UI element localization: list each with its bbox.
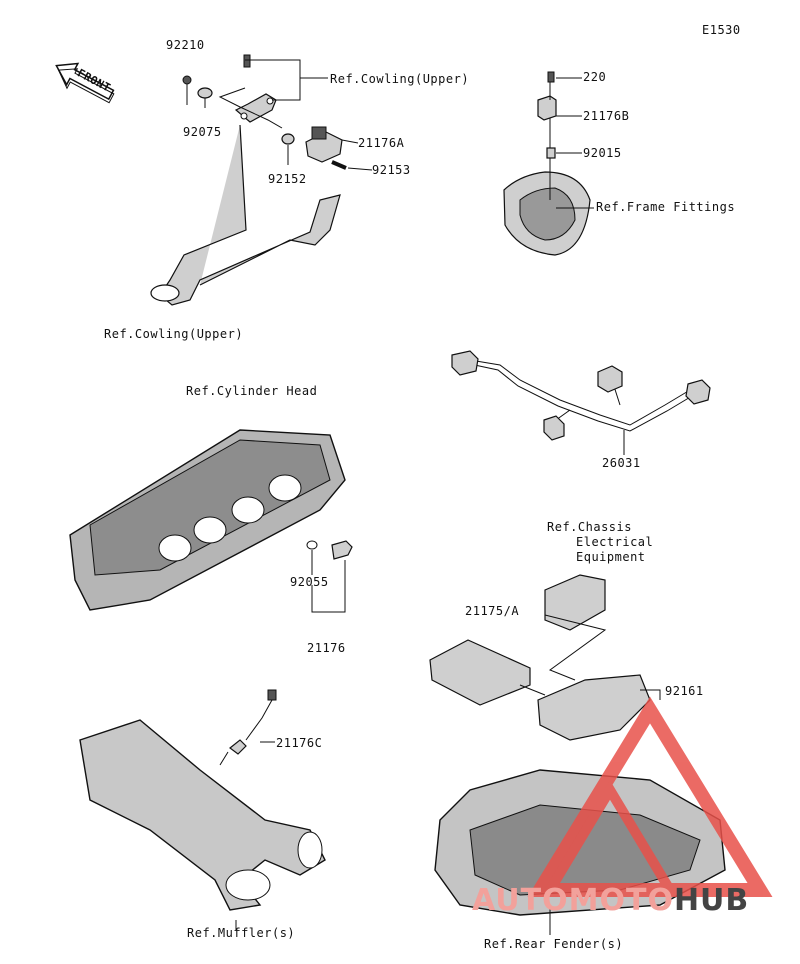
part-92210: 92210 — [166, 38, 205, 52]
ref-mufflers: Ref.Muffler(s) — [187, 926, 296, 940]
part-220: 220 — [583, 70, 607, 84]
watermark-part2: HUB — [673, 883, 750, 918]
part-21176A: 21176A — [358, 136, 405, 150]
part-21176C: 21176C — [276, 736, 323, 750]
ref-chassis-line1: Ref.Chassis — [547, 520, 632, 534]
watermark-part1: AUTOMOTO — [472, 883, 674, 918]
front-arrow-icon — [55, 62, 115, 104]
ref-frame-fittings: Ref.Frame Fittings — [596, 200, 736, 214]
ref-chassis-line3: Equipment — [576, 550, 646, 564]
ref-cowling-upper-bottom: Ref.Cowling(Upper) — [104, 327, 244, 341]
part-92055: 92055 — [290, 575, 329, 589]
part-92153: 92153 — [372, 163, 411, 177]
part-26031: 26031 — [602, 456, 641, 470]
ref-rear-fender: Ref.Rear Fender(s) — [484, 937, 624, 951]
part-21176B: 21176B — [583, 109, 630, 123]
diagram-code: E1530 — [702, 23, 741, 37]
part-21175A: 21175/A — [465, 604, 520, 618]
part-21176: 21176 — [307, 641, 346, 655]
watermark-logo-icon — [527, 696, 773, 897]
cowling-stay-drawing — [150, 54, 373, 306]
part-92161: 92161 — [665, 684, 704, 698]
frame-fitting-drawing — [503, 71, 594, 256]
watermark-text: AUTOMOTOHUB — [472, 883, 749, 918]
ref-chassis-line2: Electrical — [576, 535, 654, 549]
harness-drawing — [451, 350, 711, 455]
part-92015: 92015 — [583, 146, 622, 160]
muffler-drawing — [79, 689, 326, 930]
ref-cowling-upper-top: Ref.Cowling(Upper) — [330, 72, 470, 86]
part-92075: 92075 — [183, 125, 222, 139]
part-92152: 92152 — [268, 172, 307, 186]
ref-cylinder-head: Ref.Cylinder Head — [186, 384, 318, 398]
cylinder-head-drawing — [69, 429, 353, 613]
ecu-drawing — [429, 574, 661, 741]
